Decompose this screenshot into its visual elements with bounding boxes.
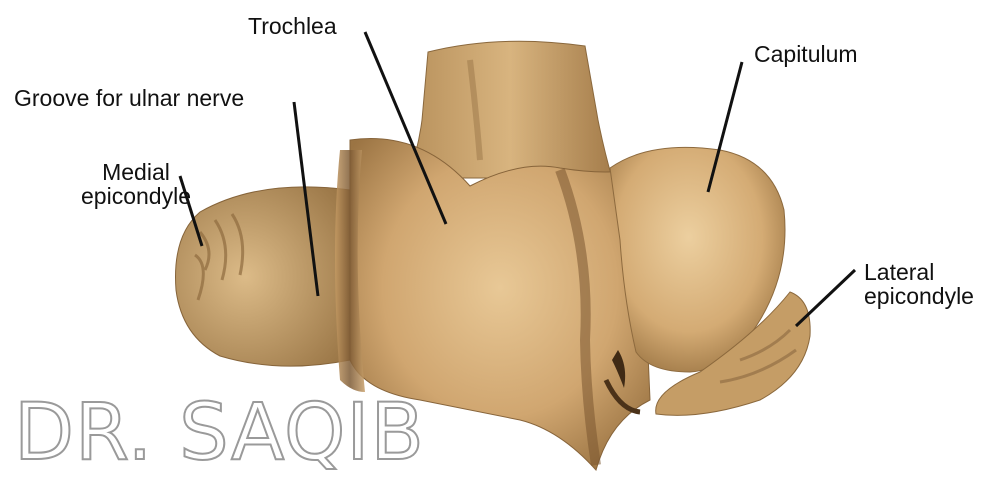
label-lateral-epicondyle: Lateral epicondyle bbox=[864, 260, 974, 308]
humerus-shaft bbox=[408, 41, 612, 178]
watermark-text: DR. SAQIB bbox=[14, 388, 425, 478]
lateral-epicondyle-leader-line bbox=[796, 270, 855, 326]
label-groove-for-ulnar-nerve: Groove for ulnar nerve bbox=[14, 86, 244, 110]
label-medial-line1: Medial bbox=[52, 160, 220, 184]
label-lateral-line1: Lateral bbox=[864, 260, 974, 284]
label-capitulum: Capitulum bbox=[754, 42, 858, 66]
label-trochlea: Trochlea bbox=[248, 14, 337, 38]
medial-epicondyle-shape bbox=[176, 187, 351, 366]
label-medial-epicondyle: Medial epicondyle bbox=[52, 160, 220, 208]
label-medial-line2: epicondyle bbox=[52, 184, 220, 208]
label-lateral-line2: epicondyle bbox=[864, 284, 974, 308]
